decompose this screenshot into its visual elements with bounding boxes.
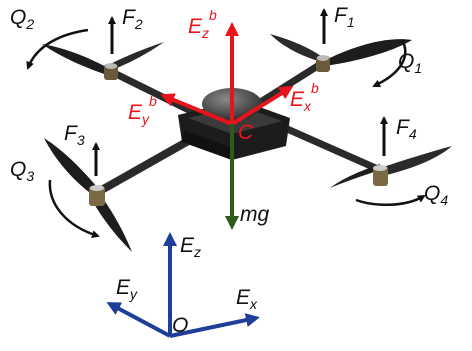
f2-label: F2 [122,6,143,32]
q4-label: Q4 [424,182,448,208]
q2-label: Q2 [10,6,34,32]
body-frame-axes [160,22,294,126]
q1-label: Q1 [398,50,422,76]
q1-arc [372,39,407,88]
f4-label: F4 [396,116,417,142]
ey-label: Ey [116,276,138,302]
ex-label: Ex [236,286,258,312]
q2-arc [26,28,89,70]
rotor-2 [42,42,164,80]
moment-arcs [26,28,426,239]
exb-axis [230,85,294,126]
ex-axis [169,313,260,338]
ey-axis [106,302,171,338]
arm-4 [281,124,384,174]
arm-2 [108,68,209,122]
mg-label: mg [240,203,269,226]
q4-arc [355,194,426,207]
rotor-3 [44,138,132,252]
f3-label: F3 [64,122,85,148]
arm-3 [94,136,194,196]
eyb-label: Eyb [128,93,157,127]
rotor-4 [330,146,452,188]
eyb-axis [160,93,233,126]
ezb-label: Ezb [188,7,217,41]
c-label: C [238,121,254,144]
q3-label: Q3 [10,158,34,184]
inertial-frame-axes [106,232,260,338]
origin-label: O [172,314,188,337]
thrust-arrows [92,8,388,176]
exb-label: Exb [290,80,319,114]
q3-arc [48,179,100,239]
rotor-1 [270,34,412,72]
f1-label: F1 [334,4,355,30]
ez-label: Ez [180,234,201,260]
